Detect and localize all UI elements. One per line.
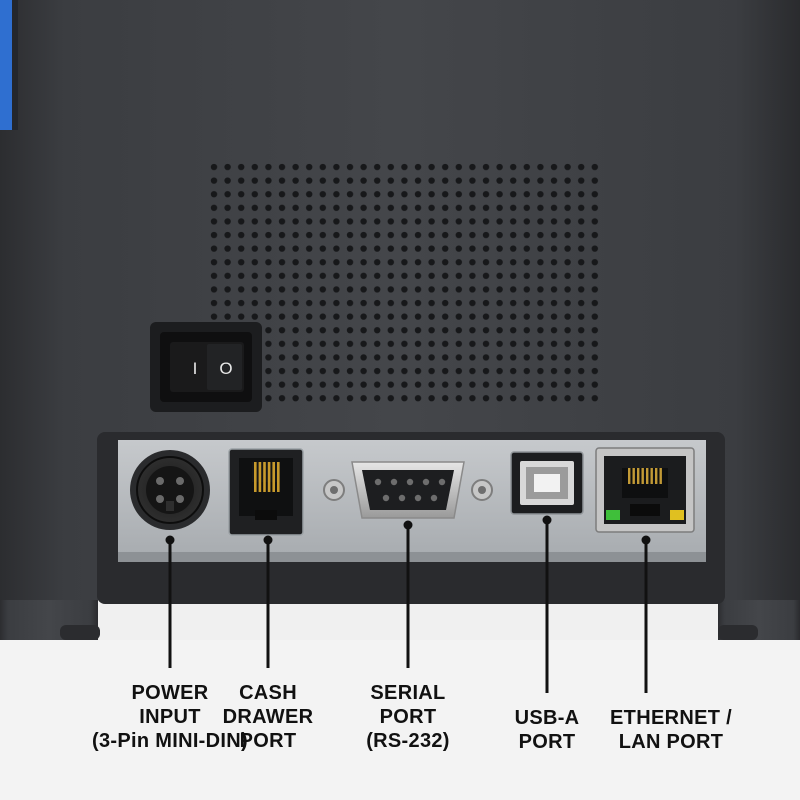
blue-side-accent	[0, 0, 12, 130]
switch-off-symbol: O	[219, 359, 232, 378]
label-power-line2: INPUT	[139, 706, 201, 728]
callout-lines	[168, 520, 648, 693]
label-usb-line1: USB-A	[514, 707, 580, 729]
label-ethernet-line1: ETHERNET /	[610, 707, 732, 729]
ethernet-led-green	[606, 510, 620, 520]
label-cash-line2: DRAWER	[222, 706, 314, 728]
power-switch[interactable]: I O	[150, 322, 262, 412]
label-serial-line2: PORT	[379, 706, 437, 728]
ethernet-port[interactable]	[595, 447, 695, 533]
label-usb-line2: PORT	[518, 731, 576, 753]
label-power-line1: POWER	[131, 682, 209, 704]
label-serial-line1: SERIAL	[370, 682, 446, 704]
label-power-input: POWER INPUT (3-Pin MINI-DIN)	[40, 681, 300, 753]
label-ethernet-port: ETHERNET / LAN PORT	[586, 706, 756, 754]
label-cash-drawer-port: CASH DRAWER PORT	[218, 681, 318, 753]
serial-db9-port[interactable]	[323, 461, 493, 519]
ethernet-led-yellow	[670, 510, 684, 520]
label-serial-port: SERIAL PORT (RS-232)	[348, 681, 468, 753]
label-serial-line3: (RS-232)	[366, 730, 450, 752]
label-cash-line3: PORT	[239, 730, 297, 752]
switch-on-symbol: I	[193, 359, 198, 378]
label-power-line3: (3-Pin MINI-DIN)	[92, 730, 248, 752]
label-ethernet-line2: LAN PORT	[618, 731, 724, 753]
cash-drawer-port[interactable]	[228, 448, 304, 536]
usb-port[interactable]	[510, 451, 584, 515]
power-din-port[interactable]	[130, 450, 210, 530]
ventilation-grill	[210, 163, 604, 407]
label-cash-line1: CASH	[239, 682, 297, 704]
label-usb-port: USB-A PORT	[497, 706, 597, 754]
callout-dots	[165, 515, 651, 545]
